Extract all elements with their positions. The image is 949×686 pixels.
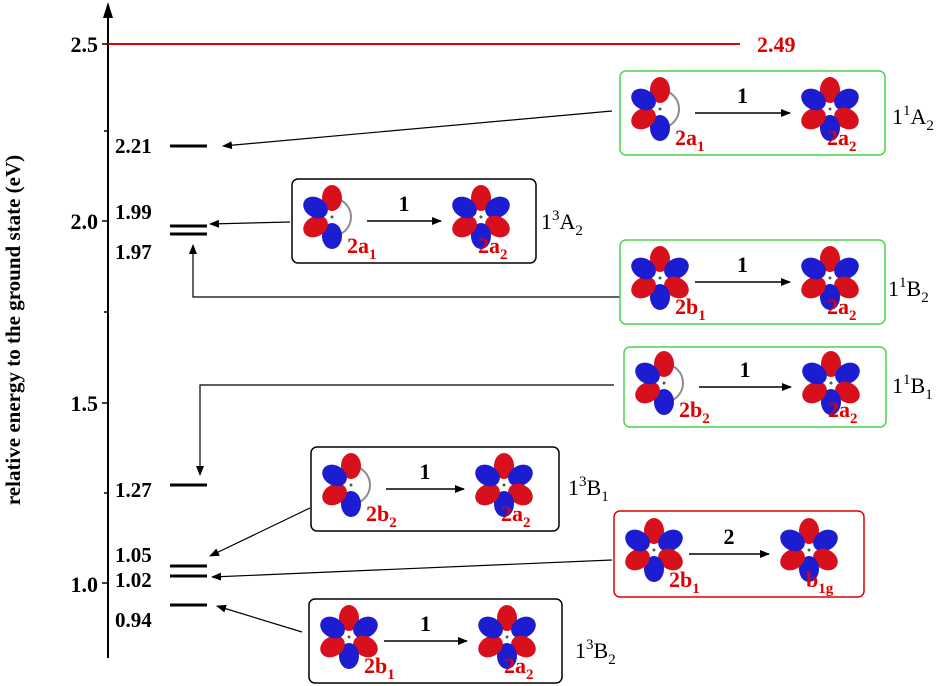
source-orbital-icon — [631, 246, 689, 310]
target-orbital-label: b1g — [806, 567, 834, 597]
transition-box: 1 2b2 2a2 — [310, 446, 560, 532]
state-label: 13B2 — [575, 637, 616, 668]
y-tick-label: 2.5 — [71, 32, 99, 57]
source-orbital-label: 2b2 — [679, 397, 710, 427]
electron-count: 1 — [420, 459, 431, 484]
level-value: 1.97 — [115, 240, 152, 264]
target-orbital-icon — [802, 351, 860, 415]
target-orbital-label: 2a2 — [478, 233, 508, 263]
connector-arrow — [196, 384, 614, 476]
transition-boxes: 1 2a1 2a2 11A2 1 2a1 2a2 13A2 1 2b1 2a2 11B2 1 2b2 2a2… — [291, 70, 934, 684]
source-orbital-icon — [631, 77, 680, 141]
transition-box: 1 2a1 2a2 — [291, 178, 537, 264]
target-orbital-icon — [801, 77, 859, 141]
target-orbital-icon — [780, 518, 838, 582]
state-label: 13A2 — [541, 208, 583, 239]
level-value: 1.99 — [115, 200, 152, 224]
level-value: 0.94 — [115, 608, 152, 632]
connector-arrow — [209, 219, 291, 228]
target-orbital-icon — [478, 605, 536, 669]
connector-arrow — [209, 507, 311, 557]
target-orbital-label: 2a2 — [501, 501, 531, 531]
source-orbital-label: 2b1 — [675, 294, 706, 324]
target-orbital-label: 2a2 — [828, 397, 858, 427]
source-orbital-label: 2b2 — [366, 501, 397, 531]
reference-value: 2.49 — [757, 32, 796, 57]
source-orbital-label: 2a1 — [675, 125, 705, 155]
transition-box: 2 2b1 b1g — [613, 510, 865, 598]
source-orbital-icon — [635, 351, 684, 415]
connector-arrow — [222, 110, 613, 150]
source-orbital-icon — [303, 185, 352, 249]
electron-count: 1 — [737, 252, 748, 277]
transition-box: 1 2b1 2a2 — [308, 598, 563, 684]
level-value: 1.02 — [115, 568, 152, 592]
connector-arrow — [216, 604, 303, 633]
state-label: 13B1 — [568, 474, 609, 505]
electron-count: 1 — [737, 83, 748, 108]
transition-box: 1 2b2 2a2 — [623, 346, 887, 428]
level-value: 1.27 — [115, 478, 152, 502]
y-axis-arrow-icon — [103, 2, 113, 18]
source-orbital-icon — [625, 518, 683, 582]
electron-count: 1 — [420, 611, 431, 636]
connector-arrow — [189, 244, 620, 298]
source-orbital-label: 2b1 — [669, 567, 700, 597]
y-tick-label: 2.0 — [71, 209, 99, 234]
transition-box: 1 2a1 2a2 — [619, 70, 886, 156]
connector-arrow — [211, 559, 613, 581]
level-value: 1.05 — [115, 543, 152, 567]
target-orbital-label: 2a2 — [827, 125, 857, 155]
electron-count: 1 — [740, 357, 751, 382]
y-tick-label: 1.0 — [71, 572, 99, 597]
source-orbital-icon — [320, 605, 378, 669]
target-orbital-icon — [475, 453, 533, 517]
state-label: 11B2 — [888, 275, 929, 306]
y-tick-label: 1.5 — [71, 391, 99, 416]
y-axis-label: relative energy to the ground state (eV) — [1, 155, 25, 505]
level-value: 2.21 — [115, 134, 152, 158]
state-label: 11A2 — [892, 103, 934, 134]
transition-box: 1 2b1 2a2 — [619, 239, 886, 325]
source-orbital-icon — [322, 453, 371, 517]
state-label: 11B1 — [892, 372, 933, 403]
electron-count: 1 — [399, 191, 410, 216]
source-orbital-label: 2a1 — [347, 233, 377, 263]
target-orbital-icon — [452, 185, 510, 249]
electron-count: 2 — [724, 524, 735, 549]
source-orbital-label: 2b1 — [364, 653, 395, 683]
target-orbital-icon — [801, 246, 859, 310]
target-orbital-label: 2a2 — [827, 294, 857, 324]
target-orbital-label: 2a2 — [504, 653, 534, 683]
